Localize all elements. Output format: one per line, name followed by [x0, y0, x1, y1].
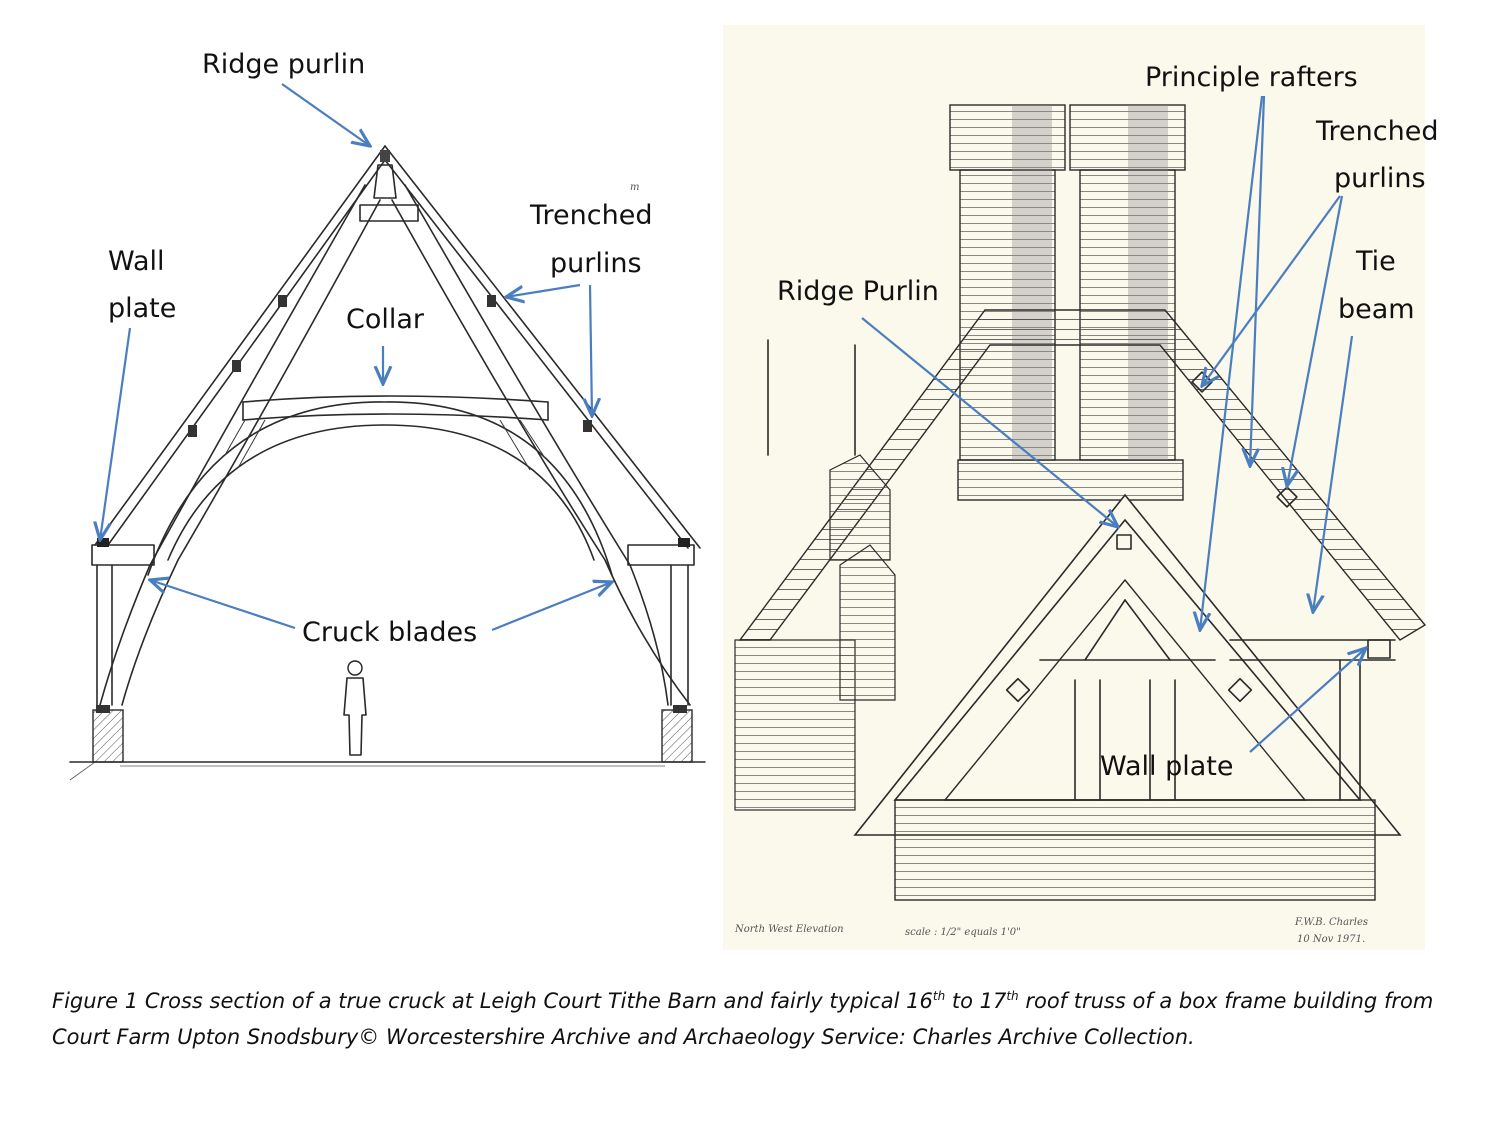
label-ridge-purlin-right: Ridge Purlin [777, 276, 939, 307]
label-trenched-right-1: Trenched [1315, 116, 1438, 147]
label-trenched-right-2: purlins [1334, 163, 1426, 194]
arrow-trenched-right-2 [1287, 195, 1344, 486]
caption-sup2: th [1006, 989, 1019, 1003]
left-wing [734, 339, 896, 811]
caption-part2: to 17 [945, 989, 1007, 1013]
upper-collar [359, 204, 419, 222]
pencil-note: m [630, 182, 639, 193]
label-tie-2: beam [1338, 294, 1415, 325]
caption-sup1: th [932, 989, 946, 1003]
wall-post-right [627, 544, 695, 706]
arrow-trenched-left-1 [506, 283, 581, 297]
label-principle-rafters: Principle rafters [1145, 62, 1358, 93]
collar-struts [224, 419, 546, 471]
date-note: 10 Nov 1971. [1297, 934, 1365, 945]
author-note: F.W.B. Charles [1294, 917, 1368, 928]
arrow-cruck-left [150, 580, 296, 630]
arrow-trenched-right-1 [1202, 195, 1341, 386]
arrow-principle-rafter-1 [1200, 95, 1264, 630]
arrow-ridge-purlin-right [861, 317, 1118, 527]
person-silhouette [343, 660, 367, 756]
annotation-arrows [100, 83, 1366, 753]
right-labels: Principle rafters Trenched purlins Tie b… [777, 62, 1438, 782]
roof-slope-left [94, 145, 386, 546]
arrow-cruck-right [491, 582, 612, 632]
cruck-blade-right [391, 184, 691, 706]
arrow-ridge-purlin-left [281, 83, 370, 146]
arrow-tie-beam [1313, 335, 1354, 612]
arrow-wall-plate-right [1249, 648, 1366, 753]
plinth-right [661, 709, 693, 763]
roof-slope-right [384, 145, 701, 549]
scale-note: scale : 1/2" equals 1'0" [905, 927, 1021, 938]
label-trenched-left-2: purlins [550, 248, 642, 279]
label-wall-plate-left-1: Wall [108, 246, 165, 277]
arch-brace [147, 401, 613, 576]
elevation-note: North West Elevation [734, 924, 844, 935]
arrow-trenched-left-2 [590, 284, 592, 416]
arrow-principle-rafter-2 [1250, 95, 1266, 466]
caption-part1: Figure 1 Cross section of a true cruck a… [52, 989, 933, 1013]
label-trenched-left-1: Trenched [529, 200, 652, 231]
arrow-wall-plate-left [100, 327, 132, 540]
purlin-blocks [96, 295, 690, 713]
right-drawing-box-frame: North West Elevation scale : 1/2" equals… [723, 25, 1427, 950]
plinth-left [92, 709, 124, 763]
label-ridge-purlin-left: Ridge purlin [202, 49, 365, 80]
ground-line [69, 761, 706, 781]
figure-caption: Figure 1 Cross section of a true cruck a… [52, 978, 1452, 1055]
ridge-block [373, 150, 397, 199]
label-tie-1: Tie [1355, 246, 1396, 277]
wall-post-left [91, 544, 155, 706]
left-drawing-cruck-section: m [69, 145, 706, 781]
label-cruck-blades: Cruck blades [302, 617, 477, 648]
weatherboarding [894, 799, 1376, 901]
collar-beam [242, 395, 549, 421]
label-wall-plate-right: Wall plate [1100, 751, 1233, 782]
left-labels: Ridge purlin Wall plate Collar Trenched … [108, 49, 652, 648]
label-collar: Collar [346, 304, 425, 335]
cruck-blade-left [99, 184, 381, 706]
label-wall-plate-left-2: plate [108, 293, 176, 324]
caption-part3: roof truss of a box frame building from … [52, 989, 1434, 1049]
